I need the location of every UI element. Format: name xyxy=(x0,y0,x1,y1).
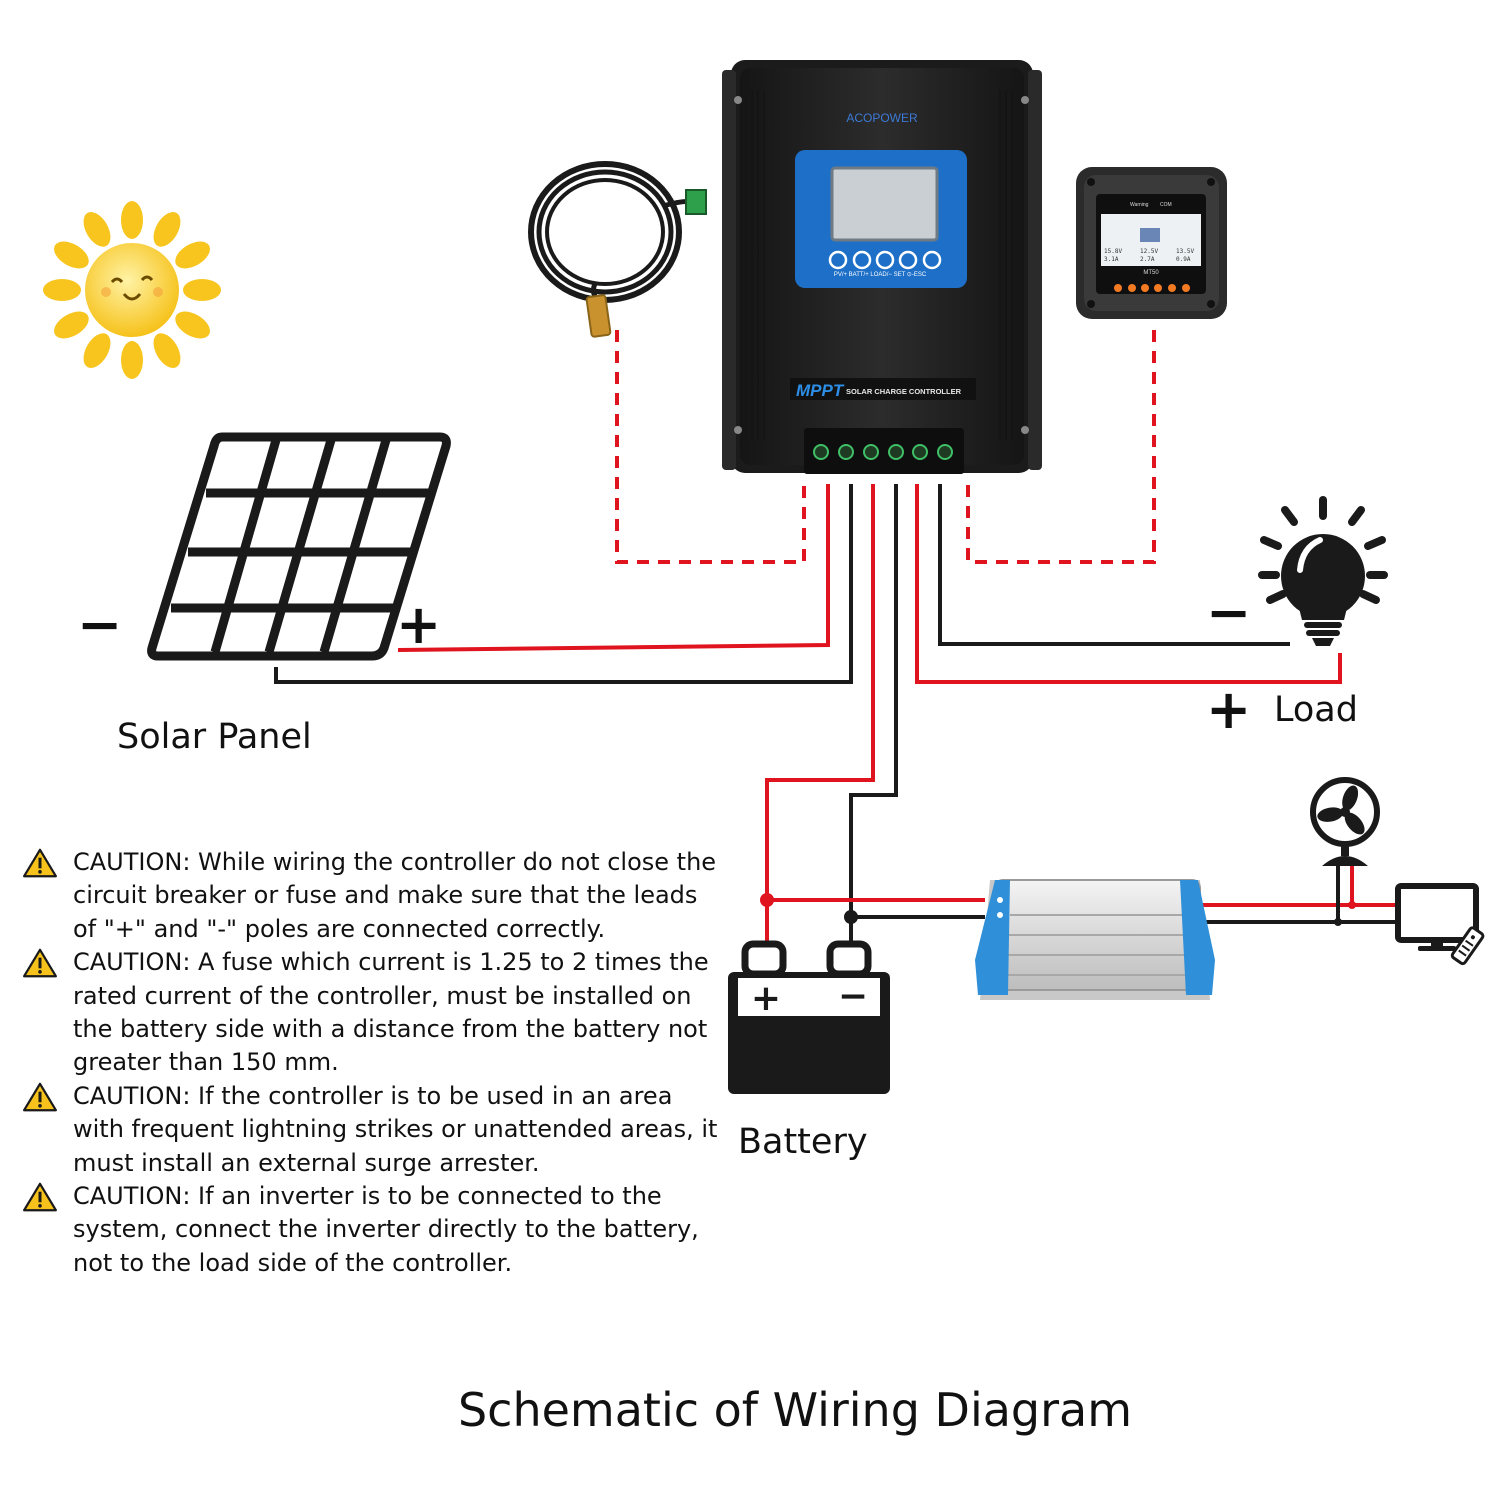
meter-status-left: Warning xyxy=(1130,202,1149,208)
battery-positive-wire xyxy=(765,484,875,947)
diagram-title: Schematic of Wiring Diagram xyxy=(457,1383,1133,1437)
meter-reading-3: 12.5V xyxy=(1140,248,1158,255)
light-bulb-icon xyxy=(1258,496,1388,646)
meter-status-right: COM xyxy=(1160,202,1172,208)
solar-panel-icon xyxy=(147,432,451,661)
meter-dashed-link xyxy=(966,330,1156,564)
solar-panel-label: Solar Panel xyxy=(117,717,312,757)
load-positive-wire xyxy=(915,484,1342,684)
caution-item-2: CAUTION: A fuse which current is 1.25 to… xyxy=(20,946,720,1080)
meter-reading-2: 3.1A xyxy=(1104,256,1119,263)
controller-subtitle: SOLAR CHARGE CONTROLLER xyxy=(846,387,962,396)
inverter-icon xyxy=(975,879,1215,1000)
charge-controller xyxy=(722,60,1042,474)
controller-button-labels: PV/+ BATT/+ LOAD/− SET ⊙-ESC xyxy=(834,272,927,278)
meter-reading-6: 0.9A xyxy=(1176,256,1191,263)
warning-icon xyxy=(23,848,57,878)
meter-reading-1: 15.8V xyxy=(1104,248,1122,255)
meter-model: MT50 xyxy=(1143,270,1159,276)
meter-reading-4: 2.7A xyxy=(1140,256,1155,263)
load-plus-sign: + xyxy=(1206,678,1252,741)
caution-list: CAUTION: While wiring the controller do … xyxy=(20,846,720,1280)
ac-black-junction xyxy=(1334,918,1342,926)
caution-item-4: CAUTION: If an inverter is to be connect… xyxy=(20,1180,720,1280)
battery-icon xyxy=(728,940,890,1094)
caution-text-2b: greater than 150 mm. xyxy=(73,1048,339,1077)
temperature-sensor-icon xyxy=(528,161,707,338)
solar-positive-wire xyxy=(397,484,830,652)
solar-minus-sign: − xyxy=(77,593,123,656)
junction-dots xyxy=(760,893,1356,926)
controller-brand: ACOPOWER xyxy=(846,111,918,125)
fan-icon xyxy=(1310,777,1380,866)
load-negative-wire xyxy=(938,484,1290,646)
battery-positive-junction xyxy=(760,893,774,907)
controller-mppt-badge: MPPT xyxy=(796,381,845,400)
caution-text-2: CAUTION: A fuse which current is 1.25 to… xyxy=(73,948,709,1044)
caution-text-4: CAUTION: If an inverter is to be connect… xyxy=(73,1182,699,1277)
caution-text-3: CAUTION: If the controller is to be used… xyxy=(73,1081,718,1177)
battery-negative-wire xyxy=(849,484,898,947)
caution-text-1: CAUTION: While wiring the controller do … xyxy=(73,848,717,943)
caution-item-1: CAUTION: While wiring the controller do … xyxy=(20,846,720,946)
warning-icon xyxy=(23,1182,57,1212)
remote-meter-icon xyxy=(1076,167,1227,319)
caution-item-3: CAUTION: If the controller is to be used… xyxy=(20,1080,720,1180)
load-label: Load xyxy=(1274,690,1358,730)
warning-icon xyxy=(23,948,57,978)
battery-negative-junction xyxy=(844,910,858,924)
optional-links xyxy=(615,330,1156,564)
load-minus-sign: − xyxy=(1206,581,1252,644)
solar-plus-sign: + xyxy=(396,593,442,656)
tv-icon xyxy=(1395,883,1485,966)
battery-plus-sign: + xyxy=(751,978,781,1019)
wires xyxy=(274,484,1400,947)
solar-negative-wire xyxy=(274,484,853,684)
sensor-dashed-link xyxy=(615,330,806,564)
ac-red-junction xyxy=(1348,901,1356,909)
sun-icon xyxy=(43,201,221,379)
warning-icon xyxy=(23,1082,57,1112)
battery-minus-sign: − xyxy=(838,976,868,1017)
meter-reading-5: 13.5V xyxy=(1176,248,1194,255)
battery-label: Battery xyxy=(738,1122,868,1162)
